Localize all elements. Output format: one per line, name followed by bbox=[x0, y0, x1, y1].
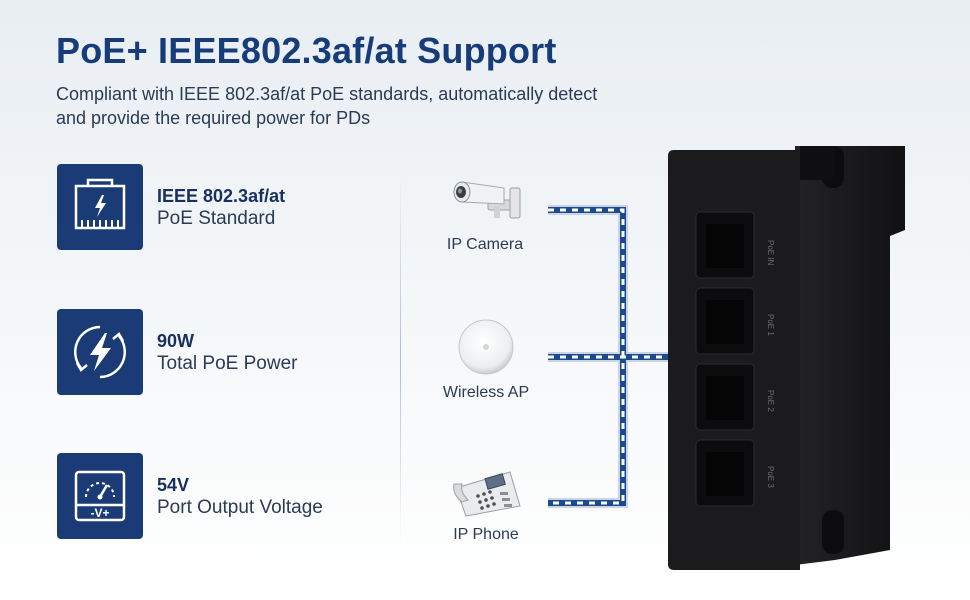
device-label: IP Camera bbox=[446, 236, 524, 253]
feature-title: 90W bbox=[157, 331, 195, 351]
ethernet-port-icon bbox=[57, 164, 143, 250]
device-ip-phone: IP Phone bbox=[426, 462, 546, 544]
port-label-2: PoE 2 bbox=[766, 390, 775, 412]
feature-subtitle: Port Output Voltage bbox=[157, 497, 323, 518]
device-label: IP Phone bbox=[453, 526, 519, 543]
port-label-3: PoE 3 bbox=[766, 466, 775, 488]
poe-switch: PoE IN PoE 1 PoE 2 PoE 3 bbox=[668, 146, 905, 570]
voltmeter-icon: -V+ bbox=[57, 453, 143, 539]
wireless-ap-icon bbox=[458, 319, 514, 375]
feature-subtitle: Total PoE Power bbox=[157, 353, 298, 374]
ip-camera-icon bbox=[453, 181, 521, 219]
feature-output-voltage: -V+ 54V Port Output Voltage bbox=[57, 453, 417, 539]
svg-text:-V+: -V+ bbox=[90, 506, 109, 520]
lightning-icon bbox=[57, 309, 143, 395]
feature-poe-standard: IEEE 802.3af/at PoE Standard bbox=[57, 164, 417, 250]
feature-title: IEEE 802.3af/at bbox=[157, 186, 286, 206]
feature-subtitle: PoE Standard bbox=[157, 208, 276, 229]
divider bbox=[400, 175, 401, 545]
device-label: Wireless AP bbox=[442, 384, 530, 401]
device-ip-camera: IP Camera bbox=[425, 168, 545, 254]
feature-title: 54V bbox=[157, 475, 190, 495]
port-label-1: PoE 1 bbox=[766, 314, 775, 336]
ethernet-ports bbox=[695, 211, 755, 507]
page-subtitle: Compliant with IEEE 802.3af/at PoE stand… bbox=[56, 84, 598, 128]
feature-total-power: 90W Total PoE Power bbox=[57, 309, 417, 395]
device-wireless-ap: Wireless AP bbox=[426, 316, 546, 402]
page-title: PoE+ IEEE802.3af/at Support bbox=[56, 30, 557, 71]
port-label-in: PoE IN bbox=[766, 240, 775, 266]
ip-phone-icon bbox=[453, 471, 521, 517]
